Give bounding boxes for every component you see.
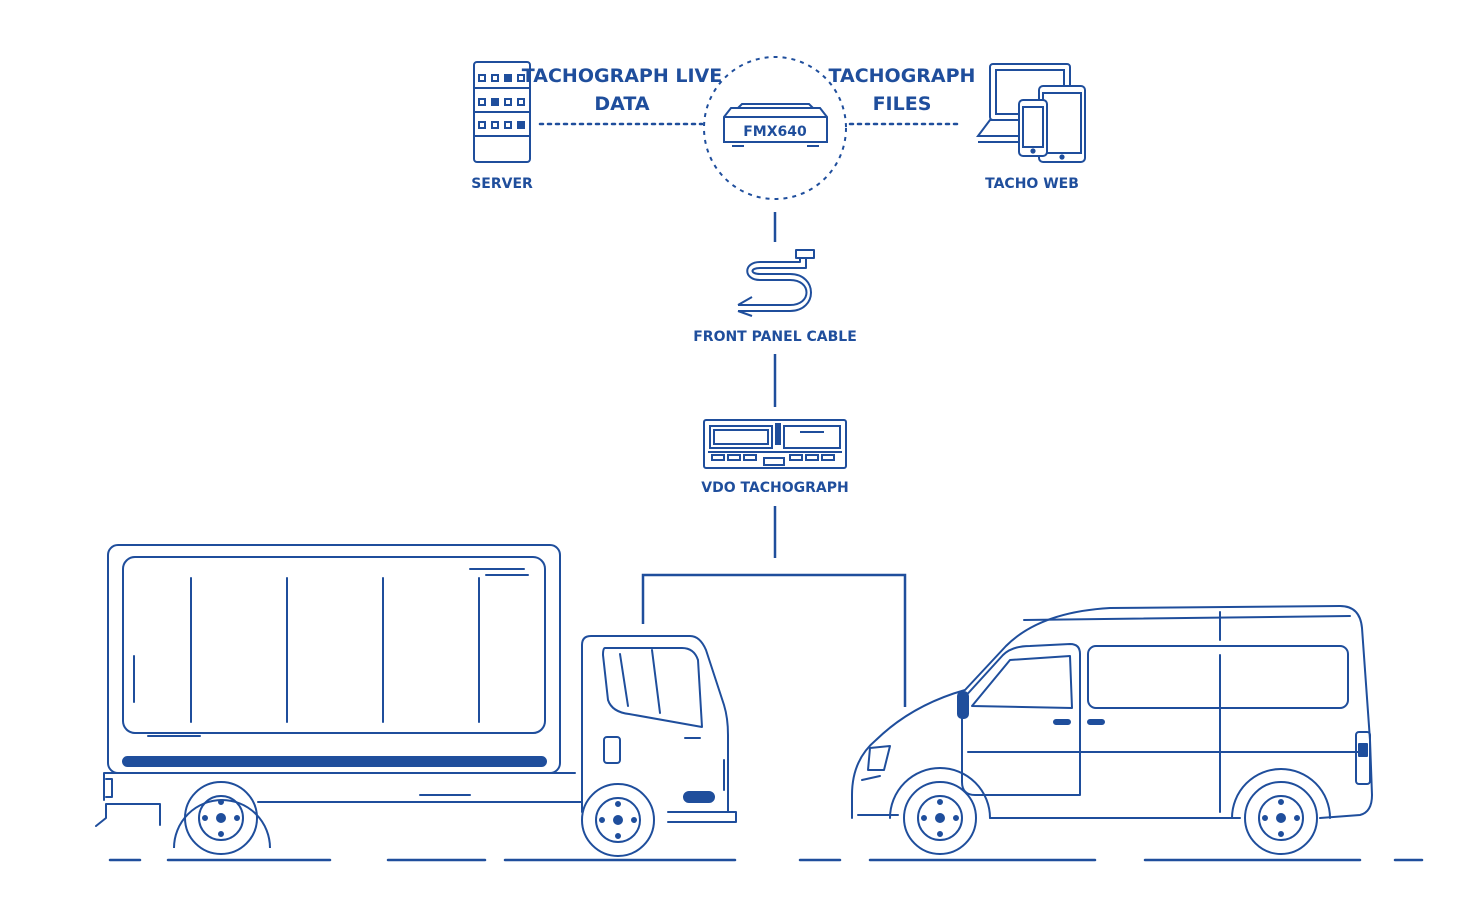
tacho-web-label: TACHO WEB: [985, 176, 1079, 192]
box-truck-icon: [95, 544, 737, 827]
files-label-line1: TACHOGRAPH: [829, 65, 976, 87]
van-rear-wheel: [1244, 781, 1318, 855]
device-highlight-circle: [703, 56, 847, 200]
truck-rear-wheel: [173, 781, 271, 855]
server-label: SERVER: [471, 176, 533, 192]
cable-icon: [737, 249, 815, 317]
tachograph-unit-icon: [703, 419, 847, 469]
vehicle-connection-line: [641, 506, 907, 707]
van-icon: [851, 605, 1373, 819]
server-icon: [473, 61, 531, 163]
live-data-label-line1: TACHOGRAPH LIVE: [522, 65, 722, 87]
truck-front-wheel: [581, 783, 655, 857]
laptop-tablet-phone-icon: [976, 63, 1086, 163]
files-label-line2: FILES: [873, 93, 932, 115]
front-panel-cable-label: FRONT PANEL CABLE: [693, 329, 857, 345]
device-name-label: FMX640: [743, 124, 807, 140]
tracker-device-icon: [723, 103, 828, 147]
van-front-wheel: [903, 781, 977, 855]
live-data-label-line2: DATA: [594, 93, 649, 115]
vdo-tachograph-label: VDO TACHOGRAPH: [701, 480, 849, 496]
